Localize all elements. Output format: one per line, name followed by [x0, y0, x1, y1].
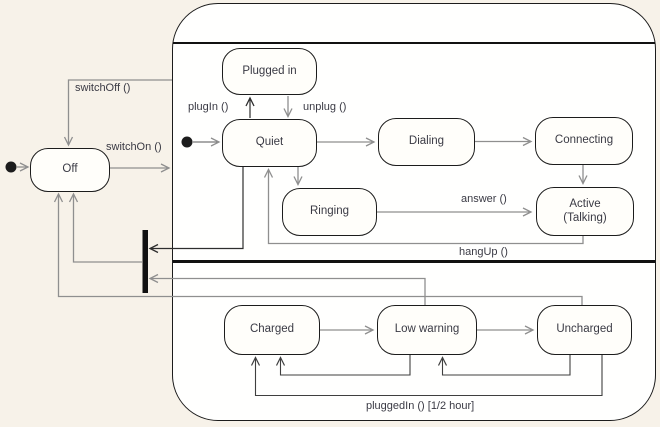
transition-join-to-off — [68, 192, 142, 263]
state-off: Off — [30, 148, 110, 192]
label-plugged-in-guard: pluggedIn () [1/2 hour] — [366, 400, 475, 412]
state-ringing-label: Ringing — [310, 205, 349, 218]
state-uncharged-label: Uncharged — [556, 323, 613, 336]
transition-uncharged-to-off — [53, 192, 583, 305]
state-low-warning: Low warning — [377, 305, 477, 355]
state-quiet-label: Quiet — [255, 136, 284, 149]
transition-low-warning-to-join — [148, 273, 426, 305]
state-connecting: Connecting — [535, 117, 633, 165]
transition-low-warning-to-charged — [275, 355, 411, 376]
initial-pseudostate-inner — [181, 136, 193, 148]
join-bar — [142, 230, 148, 293]
state-quiet: Quiet — [222, 119, 317, 167]
state-active: Active (Talking) — [536, 187, 634, 236]
state-plugged-in: Plugged in — [222, 48, 317, 95]
transition-hang-up — [263, 168, 584, 245]
label-switch-off: switchOff () — [75, 82, 131, 94]
label-plug-in: plugIn () — [188, 101, 229, 113]
state-plugged-in-label: Plugged in — [242, 64, 297, 77]
label-unplug: unplug () — [303, 101, 347, 113]
state-ringing: Ringing — [282, 188, 377, 236]
orthogonal-region-divider — [173, 260, 655, 263]
state-charged-label: Charged — [249, 323, 295, 336]
transition-quiet-to-join — [148, 167, 244, 254]
state-dialing-label: Dialing — [408, 135, 445, 148]
transition-switch-off — [63, 79, 172, 147]
label-hang-up: hangUp () — [459, 246, 508, 258]
state-uncharged: Uncharged — [537, 305, 632, 355]
transition-uncharged-to-charged — [250, 355, 603, 397]
transition-uncharged-to-low-warning — [437, 355, 571, 376]
label-switch-on: switchOn () — [106, 141, 162, 153]
state-dialing: Dialing — [378, 118, 475, 166]
state-active-label-line2: (Talking) — [563, 211, 607, 224]
state-low-warning-label: Low warning — [394, 323, 460, 336]
state-active-label-line1: Active — [569, 197, 601, 210]
title-compartment-divider — [173, 42, 655, 45]
state-connecting-label: Connecting — [554, 134, 614, 147]
label-answer: answer () — [461, 193, 507, 205]
initial-pseudostate-outer — [5, 161, 17, 173]
state-charged: Charged — [224, 305, 320, 355]
state-off-label: Off — [62, 163, 78, 176]
